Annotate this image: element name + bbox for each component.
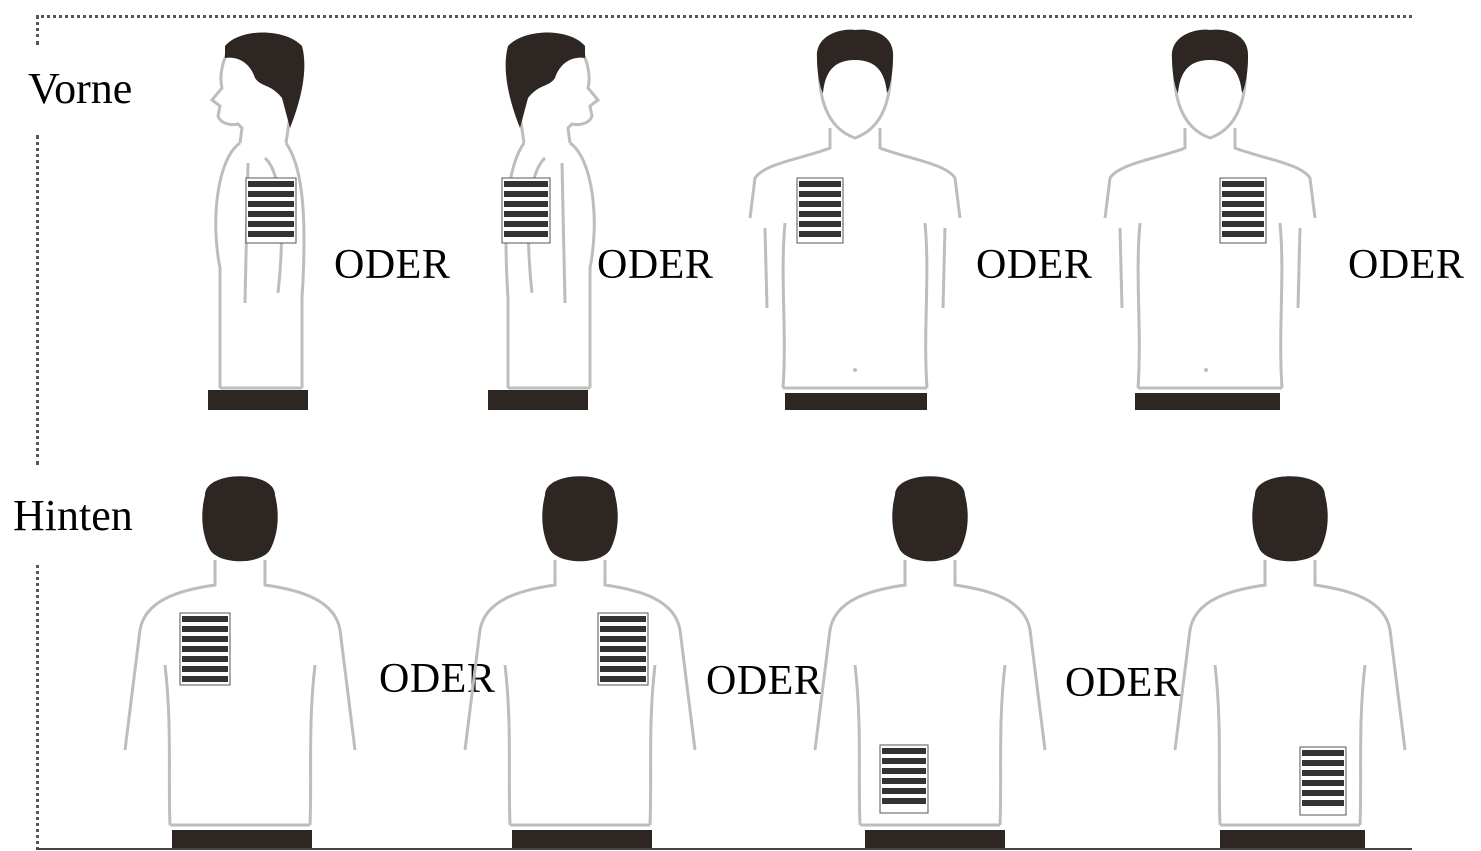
back-figure-2 [460,465,700,850]
electrode-pad [1220,178,1266,243]
electrode-pad [598,613,648,685]
electrode-pad [1300,747,1346,815]
top-border [36,15,1412,18]
back-section-label: Hinten [13,494,133,538]
left-border-top [36,15,39,45]
back-figure-3 [810,465,1050,850]
electrode-pad [797,178,843,243]
back-figure-4 [1170,465,1410,850]
front-figure-side-2 [470,28,620,413]
left-border-front [36,135,39,465]
front-figure-front-1 [745,28,965,413]
front-figure-front-2 [1100,28,1320,413]
or-label-front-1: ODER [334,244,450,286]
front-figure-side-1 [190,28,340,413]
electrode-pad [246,178,296,243]
or-label-front-3: ODER [976,244,1092,286]
electrode-pad [180,613,230,685]
electrode-pad [880,745,928,813]
front-section-label: Vorne [28,67,132,111]
electrode-pad [502,178,550,243]
or-label-front-4: ODER [1348,244,1464,286]
or-label-back-2: ODER [706,660,822,702]
or-label-back-3: ODER [1065,662,1181,704]
left-border-back [36,565,39,850]
back-figure-1 [120,465,360,850]
